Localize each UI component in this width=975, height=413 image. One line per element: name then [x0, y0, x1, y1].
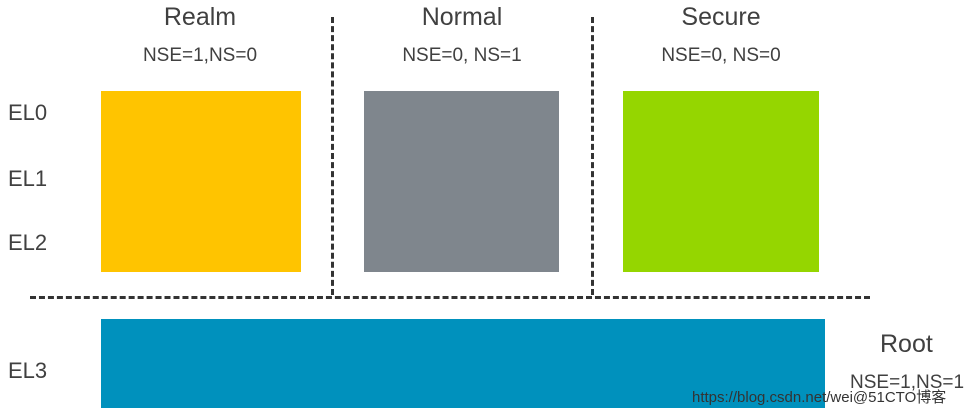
secure-world-box	[623, 91, 819, 272]
realm-world-box	[101, 91, 301, 272]
realm-title: Realm	[163, 3, 237, 31]
el3-label: EL3	[8, 358, 48, 383]
normal-title: Normal	[421, 3, 503, 31]
el0-label: EL0	[8, 100, 48, 125]
root-world-box	[101, 319, 825, 408]
normal-world-box	[364, 91, 559, 272]
el2-label: EL2	[8, 230, 48, 255]
divider-realm-normal	[331, 17, 334, 295]
divider-normal-secure	[591, 17, 594, 295]
realm-bits: NSE=1,NS=0	[142, 45, 258, 66]
watermark-text: https://blog.csdn.net/wei@51CTO博客	[692, 389, 947, 406]
root-bits: NSE=1,NS=1	[850, 372, 965, 393]
secure-bits: NSE=0, NS=0	[661, 45, 781, 66]
divider-root	[30, 296, 870, 299]
el1-label: EL1	[8, 166, 48, 191]
normal-bits: NSE=0, NS=1	[402, 45, 522, 66]
secure-title: Secure	[681, 3, 761, 31]
root-title: Root	[880, 330, 933, 358]
